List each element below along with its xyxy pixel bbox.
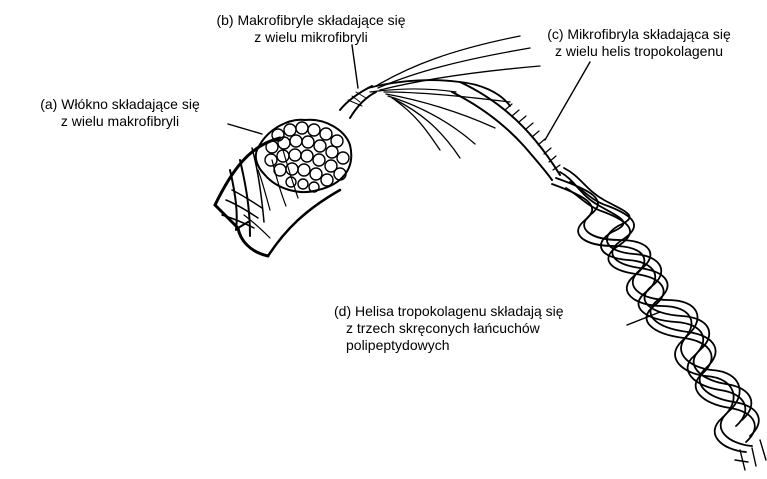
leader-lines (228, 45, 660, 325)
macrofibril-bundle (256, 120, 351, 192)
label-macrofibrils: (b) Makrofibryle składające się z wielu … (196, 12, 426, 46)
leader-line-c (545, 62, 590, 140)
label-microfibril-line1: (c) Mikrofibryla składająca się (516, 26, 762, 43)
label-tropocollagen-helix: (d) Helisa tropokolagenu składają się z … (334, 303, 564, 354)
label-microfibril: (c) Mikrofibryla składająca się z wielu … (516, 26, 762, 60)
label-fibre-line1: (a) Włókno składające się (8, 96, 232, 113)
label-macrofibrils-line2: z wielu mikrofibryli (196, 29, 426, 46)
label-fibre: (a) Włókno składające się z wielu makrof… (8, 96, 232, 130)
triple-helix (552, 168, 766, 470)
label-microfibril-line2: z wielu helis tropokolagenu (516, 43, 762, 60)
label-macrofibrils-line1: (b) Makrofibryle składające się (196, 12, 426, 29)
label-fibre-line2: z wielu makrofibryli (8, 113, 232, 130)
label-tropocollagen-helix-line1: (d) Helisa tropokolagenu składają się (334, 303, 564, 320)
label-tropocollagen-helix-line3: polipeptydowych (334, 337, 564, 354)
label-tropocollagen-helix-line2: z trzech skręconych łańcuchów (334, 320, 564, 337)
leader-line-b (352, 45, 358, 88)
leader-line-a (228, 124, 262, 134)
